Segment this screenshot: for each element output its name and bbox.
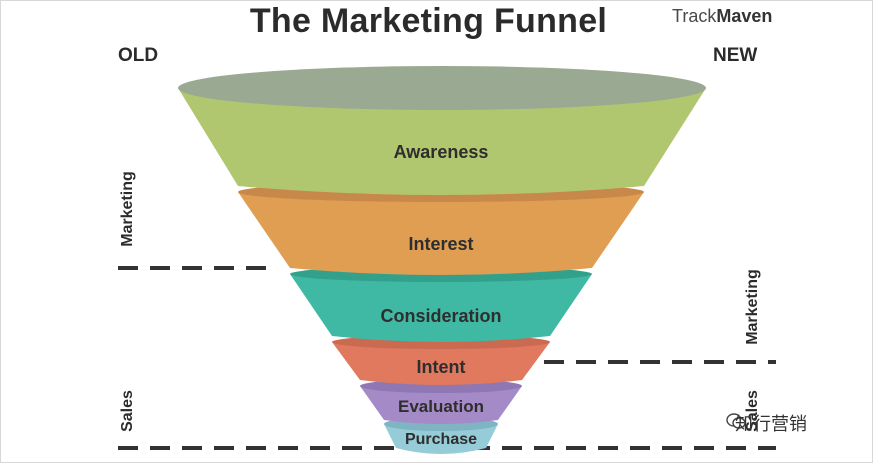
stage-label-consideration: Consideration <box>380 306 501 326</box>
funnel-stage-awareness <box>178 88 706 195</box>
funnel-stage-evaluation <box>360 386 522 424</box>
wechat-icon <box>726 413 746 429</box>
new-label: NEW <box>713 45 758 66</box>
stage-label-awareness: Awareness <box>394 142 489 162</box>
stage-label-evaluation: Evaluation <box>398 397 484 416</box>
watermark-text: 知行营销 <box>735 414 807 435</box>
funnel-stage-purchase <box>384 424 498 454</box>
old-label: OLD <box>118 45 159 66</box>
stage-label-interest: Interest <box>408 234 473 254</box>
stage-label-intent: Intent <box>417 357 466 377</box>
page-title: The Marketing Funnel <box>249 2 608 40</box>
logo-track: Track <box>672 6 717 26</box>
funnel-stage-intent <box>332 342 550 385</box>
funnel-stage-interest <box>238 192 644 275</box>
funnel-rim-awareness <box>178 66 706 110</box>
logo-maven: Maven <box>716 6 773 26</box>
trackmaven-logo: TrackMaven <box>672 6 772 27</box>
funnel-stage-consideration <box>290 274 592 342</box>
stage-label-purchase: Purchase <box>405 431 477 448</box>
